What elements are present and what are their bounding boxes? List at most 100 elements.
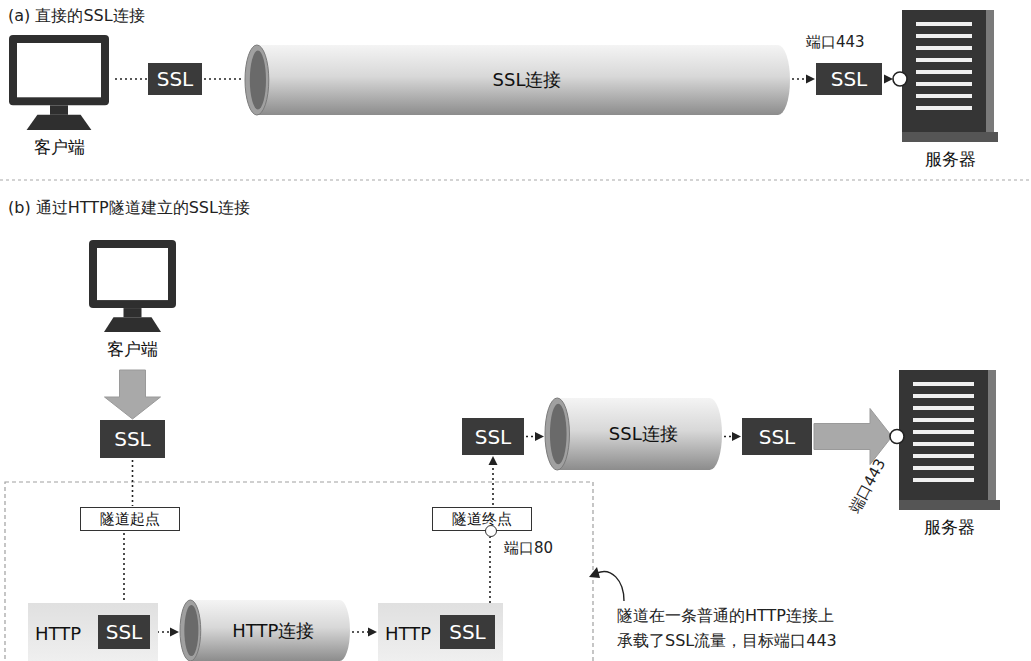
- server-side: [986, 10, 994, 142]
- block-arrow: [814, 409, 892, 465]
- monitor-neck: [50, 105, 68, 115]
- dotted-line: [123, 533, 125, 605]
- dotted-connector: [489, 456, 498, 505]
- http-band: HTTPSSL: [378, 603, 503, 661]
- dotted-connector: [792, 75, 815, 84]
- dotted-line: [724, 436, 732, 438]
- node-label: SSL连接: [609, 422, 678, 446]
- dotted-connector: [204, 79, 244, 80]
- monitor-base: [27, 115, 92, 130]
- server-slot: [913, 466, 974, 470]
- server-slot: [916, 58, 972, 62]
- server-slot: [913, 394, 974, 398]
- connection-tube: HTTP连接: [180, 600, 350, 661]
- leader-arrowhead: [589, 567, 600, 578]
- server-base: [902, 132, 998, 142]
- monitor-neck: [124, 308, 142, 317]
- server-slot: [916, 46, 972, 50]
- tube-opening: [545, 398, 569, 470]
- dotted-connector: [352, 628, 377, 637]
- connection-tube: SSL连接: [245, 45, 790, 115]
- node-label: SSL: [106, 620, 143, 644]
- callout-note: 隧道在一条普通的HTTP连接上 承载了SSL流量，目标端口443: [617, 604, 845, 654]
- monitor-screen: [97, 248, 168, 300]
- node-label: 客户端: [5, 136, 113, 159]
- port-label: 端口443: [846, 456, 890, 517]
- node-label: 隧道起点: [100, 510, 160, 529]
- arrowhead: [884, 75, 893, 84]
- server-slot: [916, 34, 972, 38]
- server-slot: [913, 418, 974, 422]
- arrowhead: [535, 432, 544, 441]
- node-label: SSL: [475, 425, 512, 449]
- block-arrow: [105, 370, 161, 419]
- section-heading: (a) 直接的SSL连接: [8, 6, 145, 27]
- tube-body: [257, 45, 790, 115]
- tunnel-box: 隧道起点: [80, 507, 180, 531]
- client-computer: 客户端: [85, 240, 180, 368]
- dotted-line: [792, 78, 806, 80]
- dotted-line: [115, 78, 147, 80]
- dotted-connector: [724, 432, 741, 441]
- port-circle: [890, 430, 904, 444]
- node-label: 隧道终点: [452, 510, 512, 529]
- dotted-line: [492, 465, 494, 505]
- monitor-screen: [17, 43, 101, 97]
- arrowhead: [732, 432, 741, 441]
- dotted-connector: [120, 533, 129, 614]
- dotted-line: [489, 537, 491, 613]
- dotted-connector: [526, 432, 544, 441]
- dotted-line: [132, 460, 134, 506]
- server-base: [899, 500, 1000, 510]
- dotted-connector: [132, 460, 133, 506]
- section-heading: (b) 通过HTTP隧道建立的SSL连接: [8, 198, 250, 219]
- node-label: HTTP连接: [232, 619, 314, 643]
- tube-inside: [550, 404, 567, 464]
- server-slot: [913, 442, 974, 446]
- node-label: SSL连接: [493, 68, 562, 92]
- ssl-box: SSL: [98, 615, 150, 649]
- server-body: [902, 10, 992, 142]
- tunnel-region: [5, 482, 593, 661]
- port-label: 端口80: [504, 539, 553, 558]
- tube-body: [190, 600, 350, 661]
- computer-icon: [85, 240, 180, 332]
- computer-icon: [5, 35, 113, 130]
- server-slot: [916, 22, 972, 26]
- server-slot: [916, 94, 972, 98]
- server-slot: [913, 406, 974, 410]
- node-label: 服务器: [900, 148, 1000, 171]
- ssl-box: SSL: [440, 615, 495, 649]
- tube-inside: [184, 605, 198, 656]
- server-body: [899, 370, 994, 510]
- port-circle: [893, 72, 907, 86]
- http-band: HTTPSSL: [28, 603, 158, 661]
- ssl-box: SSL: [148, 63, 202, 95]
- node-label: SSL: [759, 425, 796, 449]
- monitor-frame: [9, 35, 109, 105]
- monitor-base: [104, 317, 161, 332]
- monitor-frame: [89, 240, 176, 308]
- block-arrow-shape: [105, 370, 161, 419]
- dotted-connector: [115, 79, 147, 80]
- block-arrow-shape: [814, 409, 892, 465]
- server-tower: 服务器: [897, 370, 1002, 538]
- connection-tube: SSL连接: [545, 398, 722, 470]
- arrowhead: [368, 628, 377, 637]
- server-side: [988, 370, 996, 510]
- tube-inside: [250, 51, 266, 110]
- tube-opening: [180, 600, 201, 661]
- server-slot: [913, 478, 974, 482]
- client-computer: 客户端: [5, 35, 113, 165]
- dotted-connector: [490, 537, 491, 613]
- server-tower: 服务器: [900, 10, 1000, 170]
- server-slot: [916, 106, 972, 110]
- ssl-box: SSL: [462, 418, 524, 455]
- node-label: SSL: [114, 427, 151, 451]
- tube-opening: [245, 45, 269, 115]
- leader-line: [597, 572, 624, 601]
- ssl-box: SSL: [816, 63, 882, 95]
- ssl-box: SSL: [742, 418, 812, 455]
- arrowhead: [170, 628, 179, 637]
